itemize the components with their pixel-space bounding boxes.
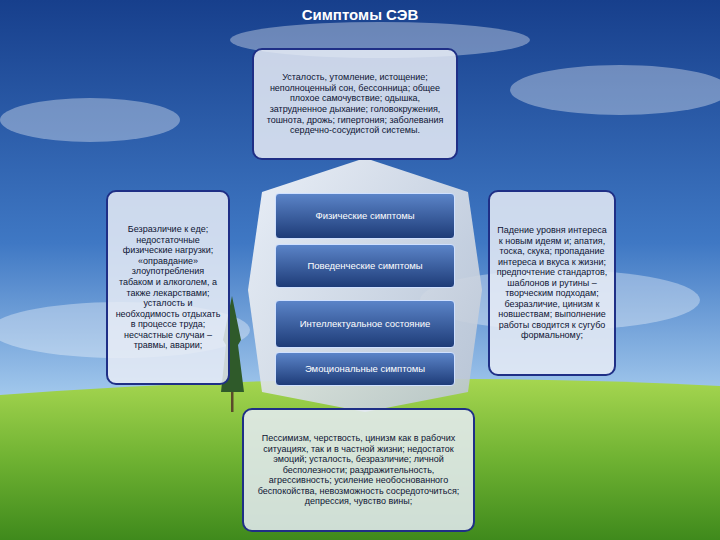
node-text: Падение уровня интереса к новым идеям и;… — [496, 225, 608, 341]
node-text: Безразличие к еде; недостаточные физичес… — [114, 224, 222, 350]
symptom-box: Падение уровня интереса к новым идеям и;… — [488, 190, 616, 376]
category-bar: Физические симптомы — [275, 193, 455, 239]
title: Симптомы СЭВ — [0, 6, 720, 23]
node-text: Пессимизм, черствость, цинизм как в рабо… — [250, 433, 467, 507]
node-text: Усталость, утомление, истощение; неполно… — [260, 72, 450, 135]
symptom-box: Безразличие к еде; недостаточные физичес… — [106, 190, 230, 385]
category-bar: Интеллектуальное состояние — [275, 300, 455, 348]
node-text: Эмоциональные симптомы — [282, 363, 448, 375]
symptom-box: Пессимизм, черствость, цинизм как в рабо… — [242, 408, 475, 532]
node-text: Интеллектуальное состояние — [282, 318, 448, 330]
node-text: Поведенческие симптомы — [282, 260, 448, 272]
cross-arrow — [248, 158, 482, 412]
category-bar: Поведенческие симптомы — [275, 244, 455, 288]
category-bar: Эмоциональные симптомы — [275, 352, 455, 386]
symptom-box: Усталость, утомление, истощение; неполно… — [252, 48, 458, 160]
node-text: Физические симптомы — [282, 210, 448, 222]
